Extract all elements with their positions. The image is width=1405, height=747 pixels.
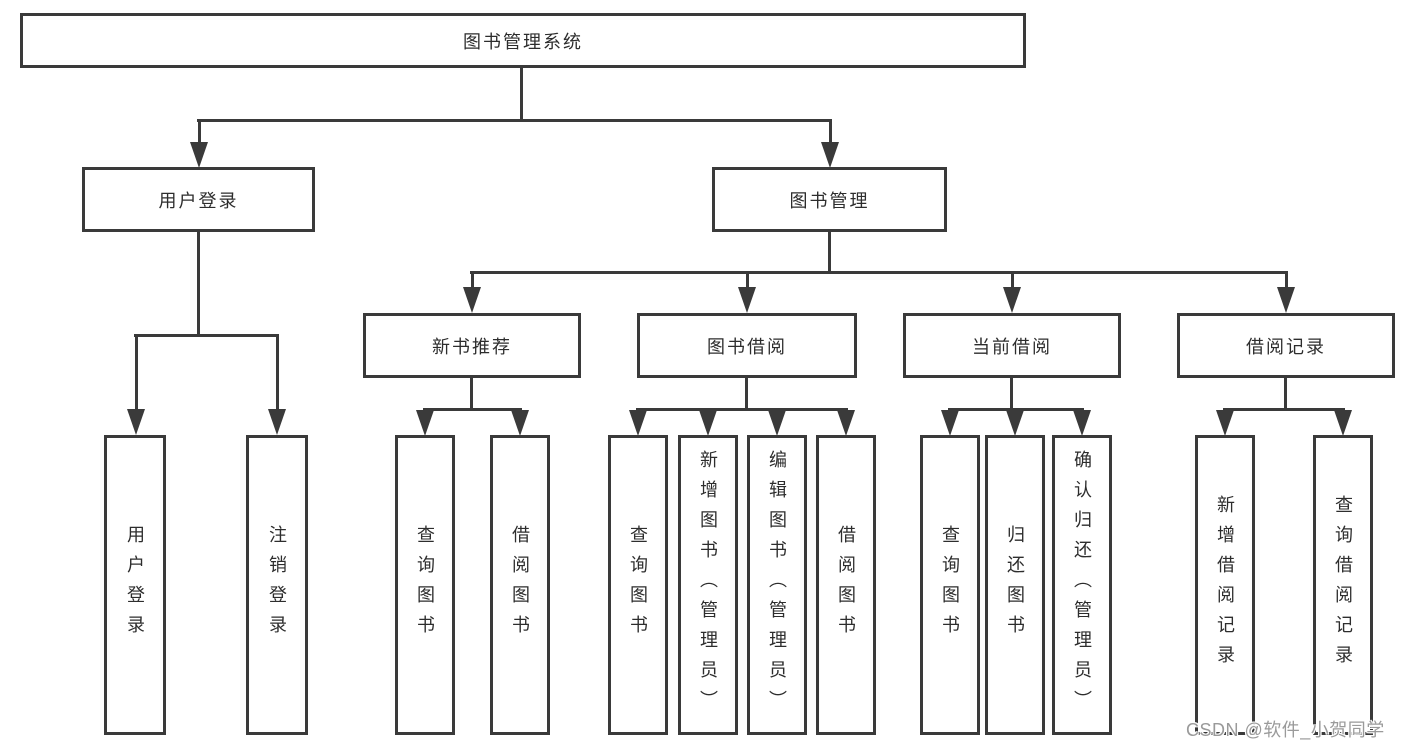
leaf-logout: 注销登录 (246, 435, 308, 735)
leaf-label: 编辑图书（管理员） (767, 450, 787, 720)
connector-current-borrow-stem (1010, 377, 1013, 410)
leaf-add-books-admin: 新增图书（管理员） (678, 435, 738, 735)
node-library-management-system: 图书管理系统 (20, 13, 1026, 68)
leaf-label: 注销登录 (267, 525, 287, 645)
connector-new-book-recommend-stem (470, 377, 473, 410)
leaf-label: 用户登录 (125, 525, 145, 645)
connector-records-leaf-branch (1223, 408, 1345, 411)
connector-root-stem (520, 68, 523, 120)
leaf-label: 查询图书 (415, 525, 435, 645)
leaf-borrow-books-recommend: 借阅图书 (490, 435, 550, 735)
leaf-query-books-current: 查询图书 (920, 435, 980, 735)
leaf-confirm-return-admin: 确认归还（管理员） (1052, 435, 1112, 735)
node-label: 新书推荐 (432, 336, 512, 357)
leaf-add-borrow-record: 新增借阅记录 (1195, 435, 1255, 735)
connector-level1-branch (197, 119, 831, 122)
watermark-text: CSDN @软件_小贺同学 (1186, 720, 1385, 740)
connector-book-borrow-stem (745, 377, 748, 410)
leaf-borrow-books: 借阅图书 (816, 435, 876, 735)
connector-level2-branch (470, 271, 1288, 274)
node-label: 图书管理 (789, 190, 870, 211)
leaf-return-books: 归还图书 (985, 435, 1045, 735)
node-book-management: 图书管理 (712, 167, 947, 232)
node-current-borrow: 当前借阅 (903, 313, 1121, 378)
leaf-label: 新增借阅记录 (1215, 495, 1235, 675)
leaf-label: 查询借阅记录 (1333, 495, 1353, 675)
leaf-query-books-borrow: 查询图书 (608, 435, 668, 735)
leaf-query-borrow-record: 查询借阅记录 (1313, 435, 1373, 735)
leaf-edit-books-admin: 编辑图书（管理员） (747, 435, 807, 735)
node-label: 借阅记录 (1246, 336, 1326, 357)
node-user-login: 用户登录 (82, 167, 315, 232)
node-label: 当前借阅 (972, 336, 1052, 357)
leaf-label: 查询图书 (940, 525, 960, 645)
leaf-label: 查询图书 (628, 525, 648, 645)
connector-borrow-leaf-branch (636, 408, 848, 411)
node-label: 图书管理系统 (463, 31, 583, 52)
connector-user-login-stem (197, 232, 200, 336)
leaf-label: 借阅图书 (836, 525, 856, 645)
connector-borrow-records-stem (1284, 377, 1287, 410)
leaf-label: 确认归还（管理员） (1072, 450, 1092, 720)
node-new-book-recommend: 新书推荐 (363, 313, 581, 378)
connector-user-login-branch (134, 334, 279, 337)
node-borrow-records: 借阅记录 (1177, 313, 1395, 378)
node-book-borrow: 图书借阅 (637, 313, 857, 378)
leaf-query-books-recommend: 查询图书 (395, 435, 455, 735)
node-label: 用户登录 (158, 190, 239, 211)
leaf-user-login: 用户登录 (104, 435, 166, 735)
node-label: 图书借阅 (707, 336, 787, 357)
connector-book-management-stem (828, 232, 831, 274)
leaf-label: 归还图书 (1005, 525, 1025, 645)
leaf-label: 借阅图书 (510, 525, 530, 645)
connector-recommend-leaf-branch (423, 408, 522, 411)
leaf-label: 新增图书（管理员） (698, 450, 718, 720)
